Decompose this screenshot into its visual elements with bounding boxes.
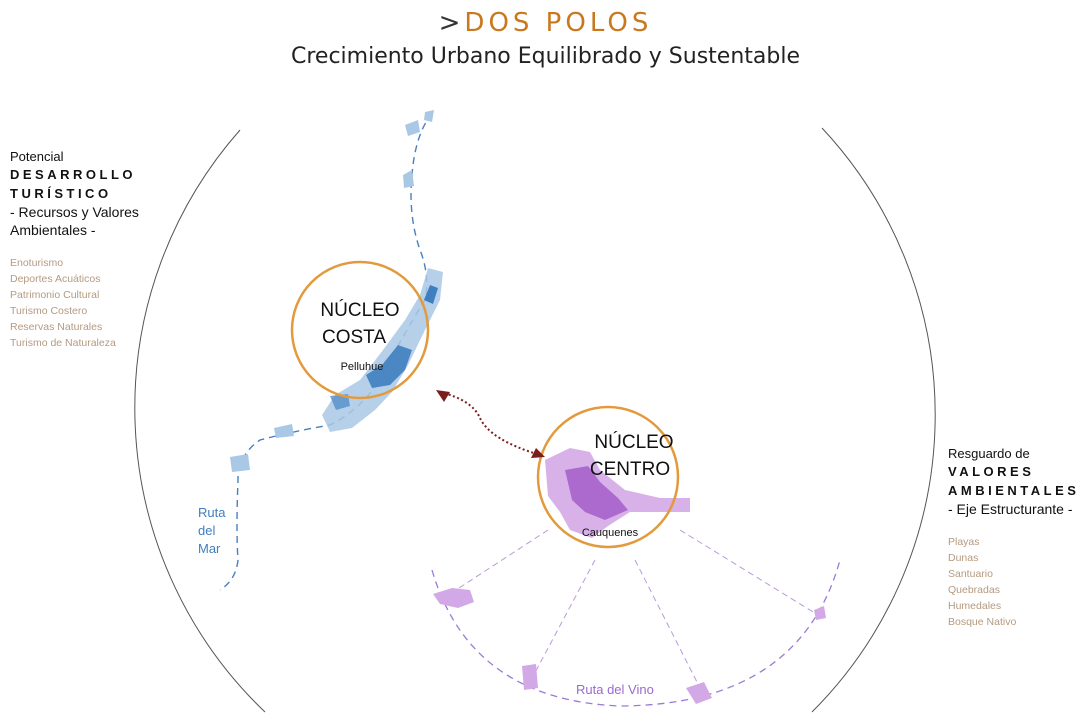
coastal-urban-area: [322, 268, 443, 432]
right-list: Playas Dunas Santuario Quebradas Humedal…: [948, 534, 1091, 630]
coastal-blob-north: [405, 120, 420, 136]
left-heading-2: TURÍSTICO: [10, 186, 112, 201]
list-item: Bosque Nativo: [948, 616, 1017, 628]
right-heading-2: AMBIENTALES: [948, 483, 1080, 498]
list-item: Turismo de Naturaleza: [10, 337, 116, 349]
cauquenes-label: Cauquenes: [582, 527, 639, 539]
connector-arrow-north-icon: [436, 390, 450, 402]
coastal-route-line: [219, 112, 433, 591]
page-subtitle: Crecimiento Urbano Equilibrado y Sustent…: [290, 44, 801, 69]
spoke-right: [679, 529, 819, 616]
title-prefix: >: [438, 8, 465, 38]
ruta-del-mar-label-2: del: [198, 523, 215, 538]
list-item: Turismo Costero: [10, 305, 88, 317]
nucleo-centro-ring: [536, 405, 680, 549]
nuclei-connector: [439, 391, 541, 456]
left-intro: Potencial: [10, 149, 64, 164]
wine-blob-south: [522, 664, 538, 690]
wine-blob-southeast: [686, 682, 712, 704]
wine-blob-west: [433, 588, 474, 608]
outer-circle-left-arc: [134, 129, 266, 713]
coastal-blob-north-2: [424, 110, 434, 122]
list-item: Humedales: [948, 600, 1002, 612]
list-item: Playas: [948, 536, 980, 548]
nucleo-costa-label-2: COSTA: [322, 327, 386, 348]
outer-circle-right-arc: [811, 127, 936, 713]
list-item: Patrimonio Cultural: [10, 289, 100, 301]
right-panel: Resguardo de VALORES AMBIENTALES - Eje E…: [948, 445, 1091, 630]
list-item: Quebradas: [948, 584, 1000, 596]
list-item: Santuario: [948, 568, 993, 580]
coastal-blob-south-2: [230, 454, 250, 472]
wine-blob-east: [814, 606, 826, 620]
spoke-center-left: [529, 559, 596, 683]
pelluhue-label: Pelluhue: [341, 361, 384, 373]
spoke-center-right: [634, 559, 701, 689]
list-item: Dunas: [948, 552, 979, 564]
nucleo-centro-label-1: NÚCLEO: [594, 431, 673, 453]
left-heading-1: DESARROLLO: [10, 167, 136, 182]
left-subheading-2: Ambientales -: [10, 222, 96, 238]
coastal-blob-mid: [403, 170, 414, 188]
coastal-blob-south: [274, 424, 294, 438]
coastal-core-pelluhue: [366, 345, 412, 388]
nucleo-costa-ring: [290, 260, 430, 400]
title-text: DOS POLOS: [464, 8, 653, 38]
list-item: Enoturismo: [10, 257, 64, 269]
list-item: Deportes Acuáticos: [10, 273, 101, 285]
ruta-del-mar-label-3: Mar: [198, 541, 221, 556]
spoke-left: [455, 529, 549, 591]
page-title: >DOS POLOS: [0, 8, 1091, 38]
right-subheading: - Eje Estructurante -: [948, 501, 1073, 517]
central-core-cauquenes: [565, 466, 628, 520]
right-heading-1: VALORES: [948, 464, 1035, 479]
list-item: Reservas Naturales: [10, 321, 103, 333]
coastal-core-south: [330, 394, 350, 410]
ruta-del-mar-label-1: Ruta: [198, 505, 226, 520]
coastal-core-north: [424, 285, 438, 304]
nucleo-centro-label-2: CENTRO: [590, 459, 670, 480]
right-intro: Resguardo de: [948, 446, 1030, 461]
nucleo-costa-label-1: NÚCLEO: [320, 299, 399, 321]
left-panel: Potencial DESARROLLO TURÍSTICO - Recurso…: [10, 148, 150, 351]
left-subheading-1: - Recursos y Valores: [10, 204, 139, 220]
ruta-del-vino-label: Ruta del Vino: [576, 682, 654, 697]
left-list: Enoturismo Deportes Acuáticos Patrimonio…: [10, 255, 150, 351]
connector-arrow-south-icon: [531, 448, 545, 458]
